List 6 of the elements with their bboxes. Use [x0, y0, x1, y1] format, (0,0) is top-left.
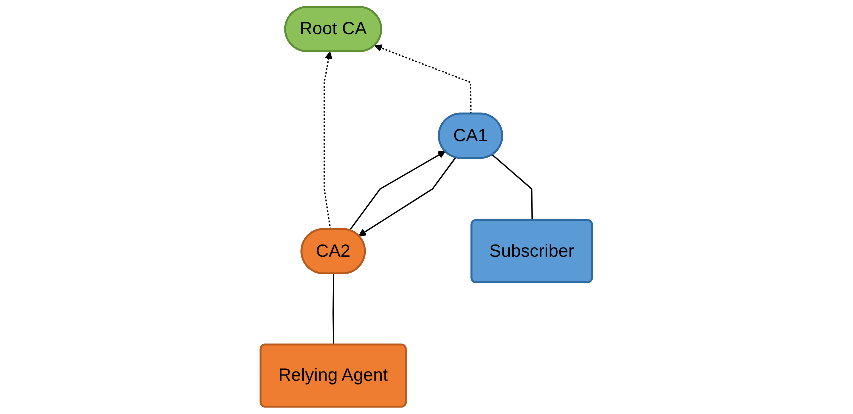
arrow: [358, 157, 456, 236]
arrow: [349, 151, 446, 232]
arrow: [324, 52, 333, 230]
connector: [332, 274, 335, 346]
connector: [492, 154, 534, 221]
arrow: [374, 44, 472, 114]
